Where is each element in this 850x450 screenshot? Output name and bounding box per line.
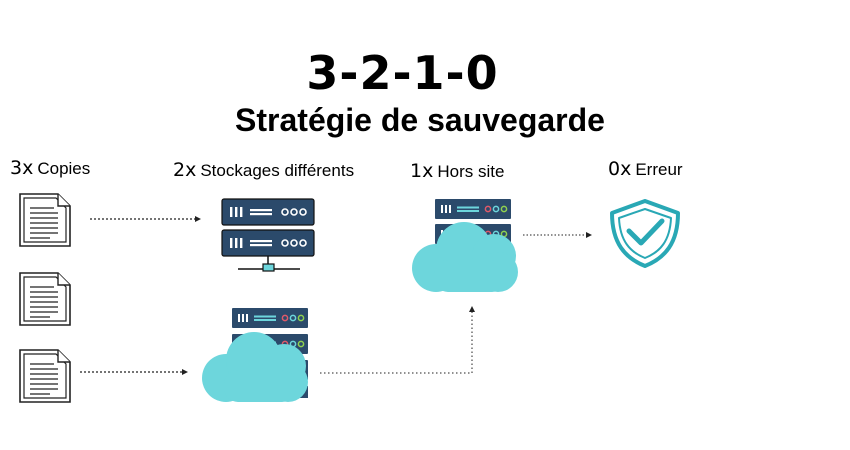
label-error-text: Erreur <box>635 160 683 179</box>
page-title: 3-2-1-0 <box>306 46 499 100</box>
label-storage-count: 2x <box>173 159 197 181</box>
label-offsite-text: Hors site <box>437 162 505 181</box>
server-icon <box>221 198 315 272</box>
label-copies-count: 3x <box>10 157 34 179</box>
document-icon <box>19 272 71 326</box>
shield-check-icon <box>610 199 680 268</box>
page-subtitle: Stratégie de sauvegarde <box>235 102 605 138</box>
label-copies-text: Copies <box>37 159 91 178</box>
label-storage-text: Stockages différents <box>200 161 355 180</box>
document-icon <box>19 193 71 247</box>
offsite-cloud-server-icon <box>412 198 518 292</box>
label-error-count: 0x <box>608 158 632 180</box>
arrow-to-server <box>90 216 201 222</box>
arrow-to-cloud-server <box>80 369 188 375</box>
cloud-server-icon <box>202 307 309 402</box>
document-icon <box>19 349 71 403</box>
label-offsite-count: 1x <box>410 160 434 182</box>
arrow-to-offsite <box>320 306 475 374</box>
arrow-to-shield <box>523 232 592 238</box>
